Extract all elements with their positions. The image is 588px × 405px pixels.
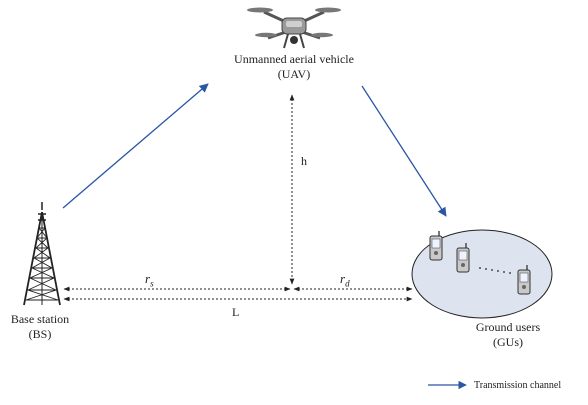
- gus-name: Ground users: [475, 320, 541, 334]
- bs-abbr: (BS): [28, 327, 52, 341]
- gus-abbr: (GUs): [492, 335, 523, 349]
- bs-name: Base station: [10, 312, 70, 326]
- height-label: h: [301, 154, 307, 168]
- length-label: L: [232, 305, 240, 319]
- uav-name: Unmanned aerial vehicle: [234, 52, 354, 66]
- phone-icon: [517, 265, 531, 295]
- gus-label: Ground users (GUs): [476, 320, 540, 350]
- tower-icon: [23, 202, 61, 306]
- phone-icon: [456, 243, 470, 273]
- bs-label: Base station (BS): [11, 312, 69, 342]
- rd-label: rd: [340, 271, 350, 292]
- bs-to-uav-channel-arrow: [62, 83, 209, 209]
- uav-abbr: (UAV): [277, 67, 311, 81]
- rs-sub: s: [150, 278, 154, 289]
- rs-base: r: [145, 271, 151, 286]
- ground-users-area: [411, 229, 553, 319]
- uav-label: Unmanned aerial vehicle (UAV): [234, 52, 354, 82]
- ellipsis-dots: [479, 267, 511, 274]
- rd-sub: d: [345, 278, 350, 289]
- drone-icon: [247, 7, 341, 49]
- legend-label: Transmission channel: [474, 380, 562, 391]
- rd-base: r: [340, 271, 346, 286]
- phone-icon: [429, 231, 443, 261]
- uav-to-gus-channel-arrow: [361, 85, 447, 217]
- rs-label: rs: [145, 271, 154, 292]
